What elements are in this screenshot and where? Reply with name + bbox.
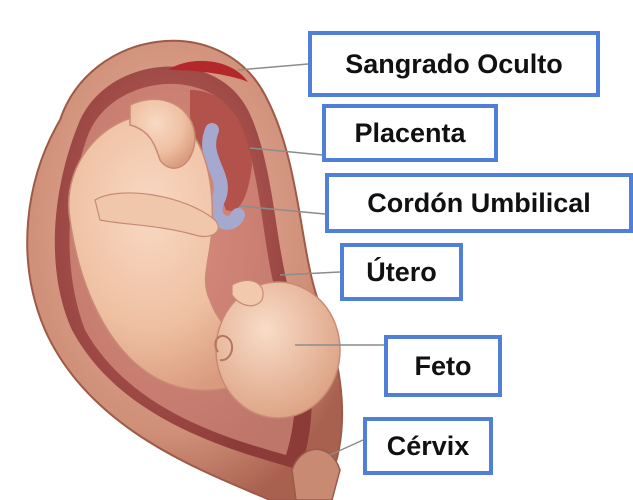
label-sangrado-oculto: Sangrado Oculto: [308, 31, 600, 97]
fetus-head: [216, 282, 340, 418]
label-cordon-umbilical: Cordón Umbilical: [325, 173, 633, 233]
label-cervix: Cérvix: [363, 417, 493, 475]
label-utero: Útero: [340, 243, 463, 301]
cervix: [292, 449, 340, 500]
label-feto: Feto: [384, 335, 502, 397]
label-placenta: Placenta: [322, 104, 498, 162]
leader-line-sangrado: [238, 64, 308, 70]
